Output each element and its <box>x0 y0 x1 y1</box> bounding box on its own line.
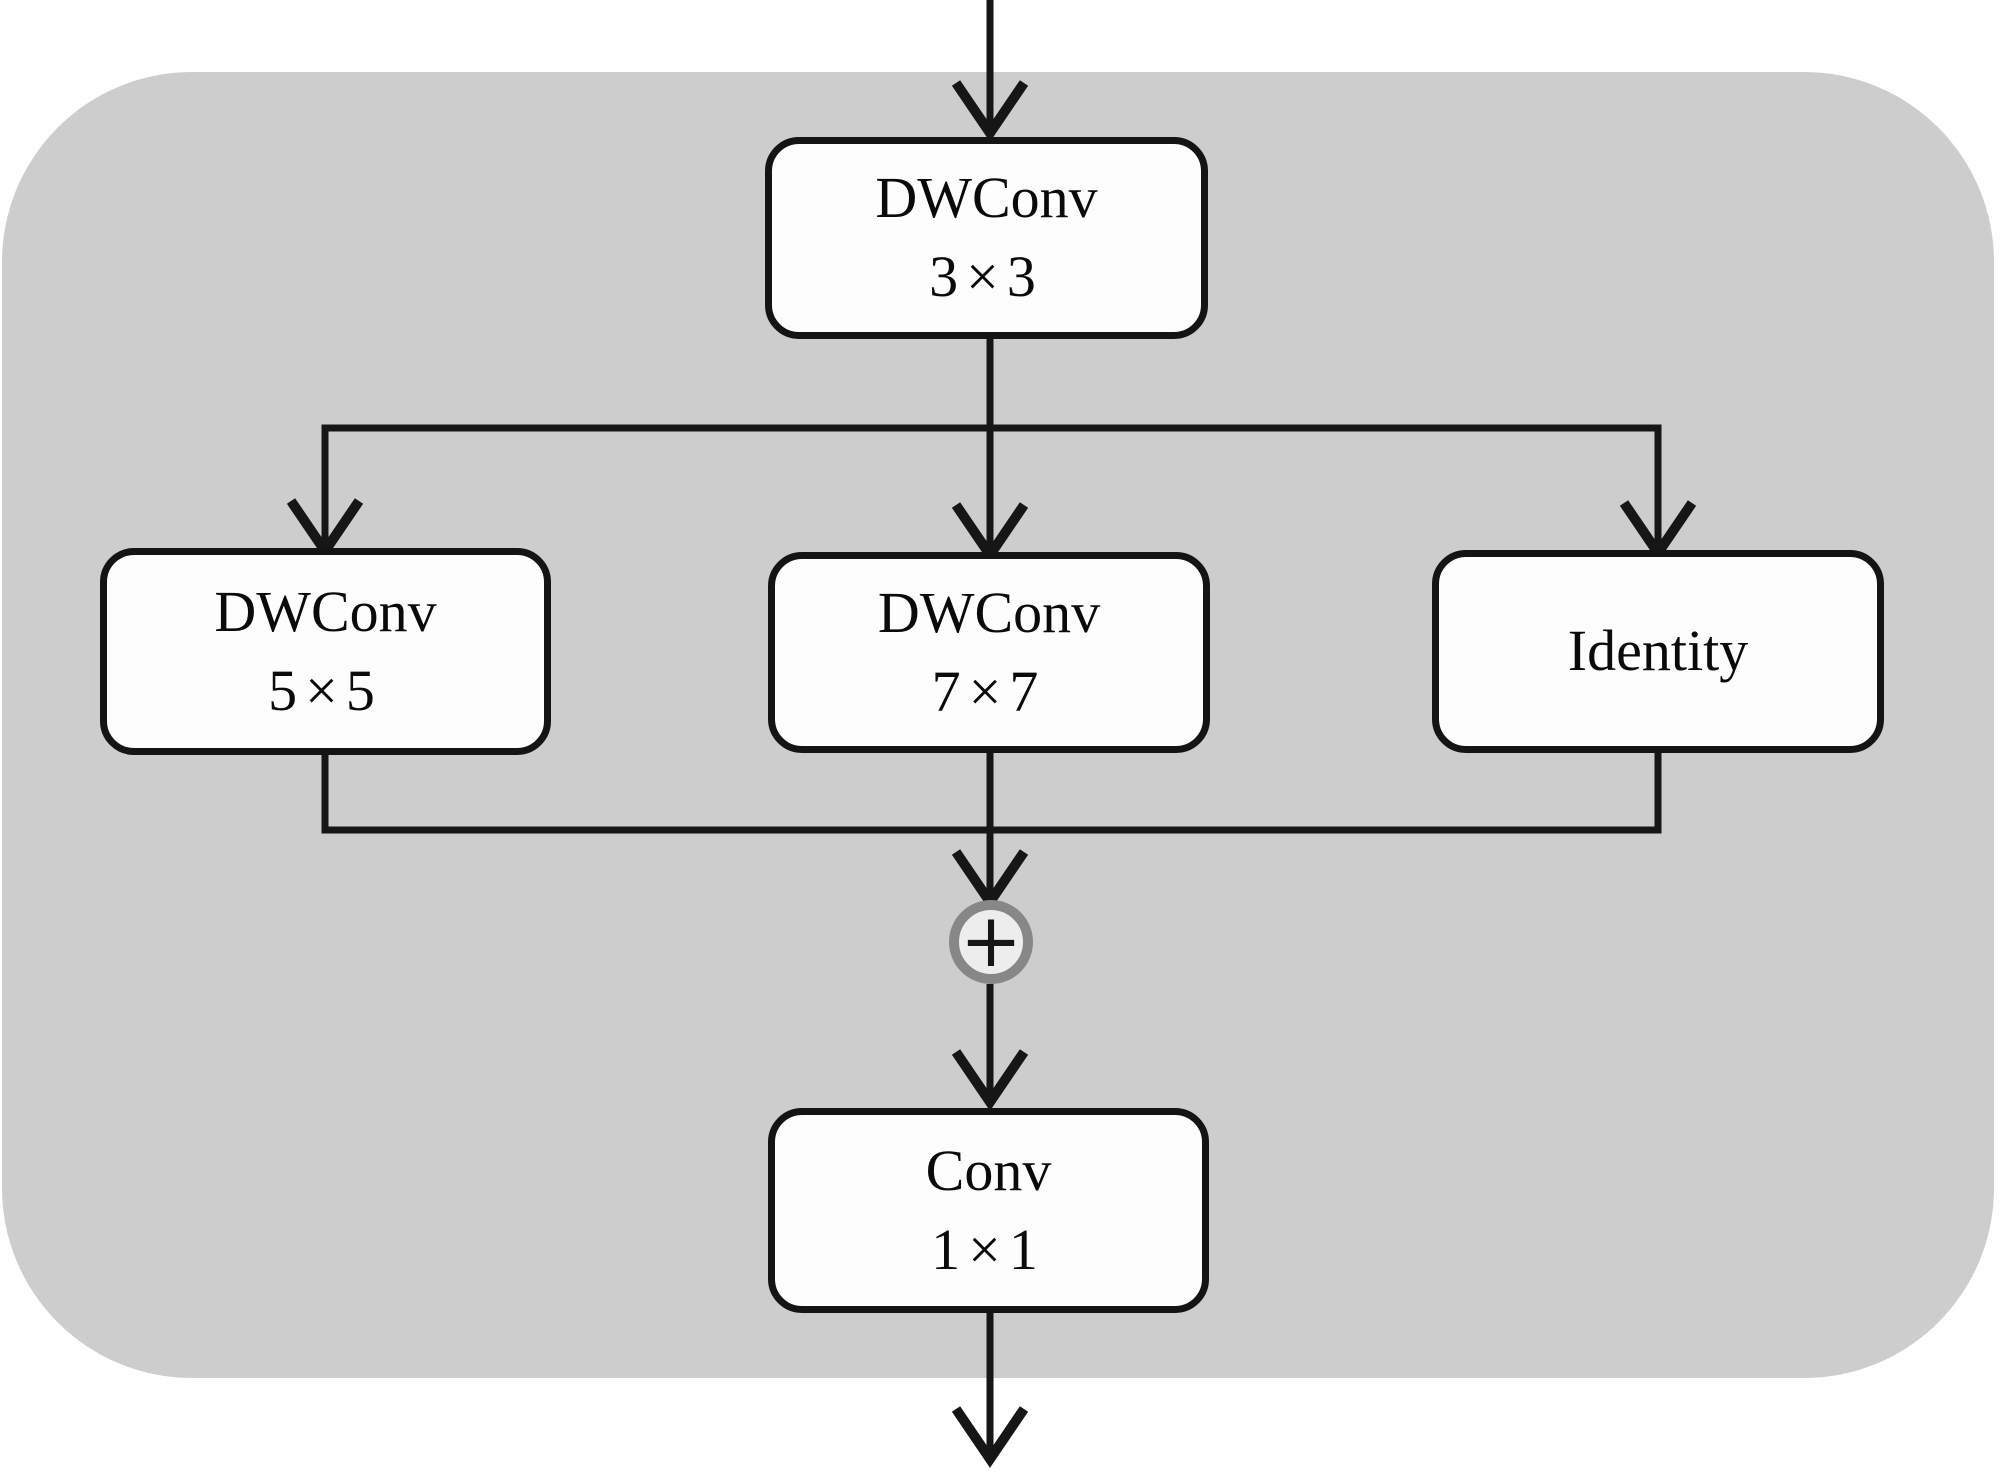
node-identity: Identity <box>1432 550 1884 753</box>
node-dwconv-3x3-kernel-size: 3×3 <box>929 244 1044 309</box>
sum-junction-circle <box>949 900 1033 984</box>
node-dwconv-5x5: DWConv 5×5 <box>100 548 551 755</box>
input-arrowhead-icon <box>951 80 1029 142</box>
node-conv-1x1-kernel-size: 1×1 <box>931 1216 1046 1282</box>
output-arrowhead-icon <box>951 1406 1029 1468</box>
node-conv-1x1-label: Conv <box>925 1137 1052 1203</box>
node-dwconv-7x7: DWConv 7×7 <box>768 552 1210 753</box>
node-dwconv-5x5-kernel-size: 5×5 <box>268 657 383 723</box>
node-identity-label: Identity <box>1567 618 1749 684</box>
sum-plus-icon: + <box>960 898 1022 984</box>
node-dwconv-7x7-label: DWConv <box>877 579 1101 645</box>
node-dwconv-5x5-label: DWConv <box>214 578 437 644</box>
node-dwconv-7x7-kernel-size: 7×7 <box>931 658 1047 724</box>
node-dwconv-3x3-label: DWConv <box>875 165 1098 231</box>
node-conv-1x1: Conv 1×1 <box>768 1108 1209 1313</box>
node-dwconv-3x3: DWConv 3×3 <box>765 137 1208 339</box>
conv-arrowhead-icon <box>951 1049 1029 1111</box>
